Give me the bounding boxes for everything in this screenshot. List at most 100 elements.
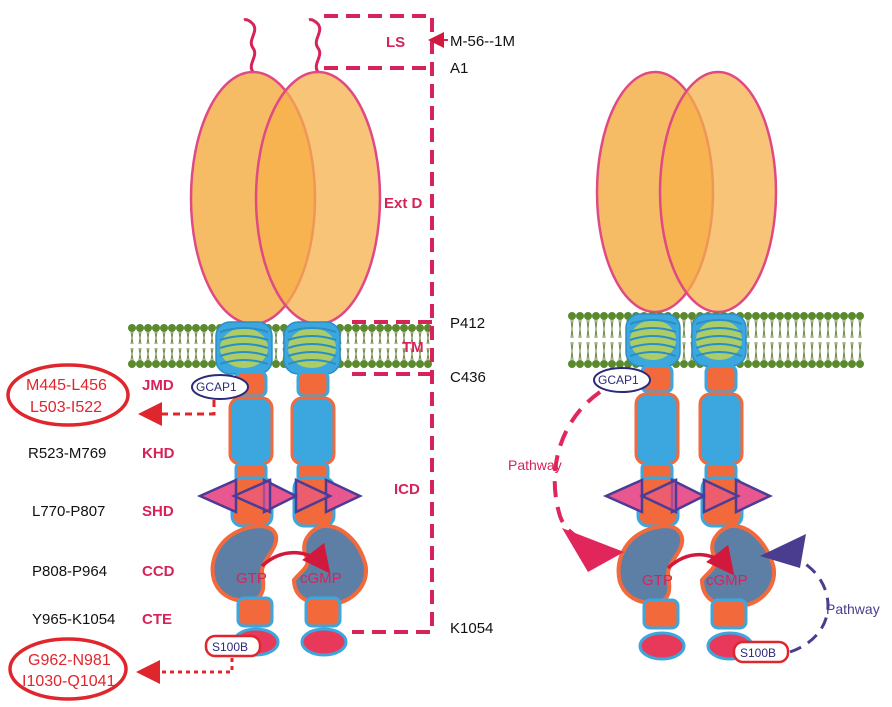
lipid-head: [376, 324, 384, 332]
lipid-tail: [354, 331, 358, 361]
cyclase-domain-right-b: [699, 523, 776, 609]
lipid-head: [856, 312, 864, 320]
lipid-head: [584, 360, 592, 368]
lipid-head: [272, 324, 280, 332]
lipid-tail: [586, 319, 590, 361]
shd-triangles-right: [602, 477, 773, 515]
lipid-head: [768, 312, 776, 320]
lipid-head: [200, 360, 208, 368]
lipid-tail: [842, 319, 846, 361]
gcap1-site-1: M445-L456: [26, 377, 107, 394]
lipid-head: [800, 312, 808, 320]
lipid-tail: [794, 319, 798, 361]
lipid-head: [856, 360, 864, 368]
cgmp-label-right: cGMP: [706, 572, 748, 589]
lipid-tail: [818, 319, 822, 361]
lipid-head: [344, 324, 352, 332]
gcap1-oval-right: [593, 367, 651, 393]
lipid-tail: [138, 331, 142, 361]
lipid-head: [584, 312, 592, 320]
lipid-head: [616, 312, 624, 320]
lipid-head: [144, 360, 152, 368]
lipid-tail: [186, 331, 190, 361]
signal-peptide-left-b: [308, 18, 322, 73]
lipid-head: [416, 360, 424, 368]
lipid-tail: [170, 331, 174, 361]
gtp-to-cgmp-arrow-right: [666, 544, 735, 576]
gcap1-site-2: L503-I522: [30, 399, 102, 416]
cyclase-domain-left-b: [291, 523, 368, 607]
pathway-label-right: Pathway: [826, 601, 880, 617]
lipid-head: [168, 360, 176, 368]
residue-m56-1m: M-56--1M: [450, 33, 515, 50]
lipid-head: [128, 360, 136, 368]
s100b-box-right: [732, 640, 790, 664]
cgmp-label-left: cGMP: [300, 570, 342, 587]
lipid-head: [600, 312, 608, 320]
lipid-tail: [346, 331, 350, 361]
lipid-head: [824, 360, 832, 368]
lipid-tail: [202, 331, 206, 361]
s100b-label-right: S100B: [740, 646, 776, 660]
residue-p808-p964: P808-P964: [32, 563, 107, 580]
tm-helix-left-b: [283, 321, 341, 375]
lipid-tail: [826, 319, 830, 361]
lipid-head: [744, 312, 752, 320]
lipid-tail: [858, 319, 862, 361]
lipid-head: [576, 360, 584, 368]
lipid-head: [208, 360, 216, 368]
lipid-head: [408, 324, 416, 332]
intracellular-chain-left-b: [290, 370, 368, 657]
lipid-head: [832, 312, 840, 320]
lipid-head: [608, 360, 616, 368]
lipid-tail: [610, 319, 614, 361]
residue-a1: A1: [450, 60, 468, 77]
gcap1-pathway-curve: [552, 390, 615, 550]
lipid-head: [400, 324, 408, 332]
lipid-head: [600, 360, 608, 368]
lipid-head: [688, 360, 696, 368]
lipid-head: [168, 324, 176, 332]
signal-peptide-left-a: [243, 18, 257, 73]
lipid-tail: [770, 319, 774, 361]
lipid-head: [176, 360, 184, 368]
lipid-tail: [378, 331, 382, 361]
lipid-tail: [370, 331, 374, 361]
lipid-tail: [402, 331, 406, 361]
membrane-left: [128, 324, 432, 368]
lipid-head: [152, 360, 160, 368]
lipid-tail: [386, 331, 390, 361]
label-icd: ICD: [394, 481, 420, 498]
s100b-site-2: I1030-Q1041: [22, 673, 116, 690]
lipid-tail: [418, 331, 422, 361]
residue-k1054: K1054: [450, 620, 493, 637]
lipid-tail: [130, 331, 134, 361]
lipid-head: [184, 360, 192, 368]
lipid-head: [192, 324, 200, 332]
lipid-tail: [146, 331, 150, 361]
lipid-head: [808, 312, 816, 320]
gtp-to-cgmp-arrow-left: [260, 542, 331, 574]
lipid-head: [776, 360, 784, 368]
label-shd: SHD: [142, 503, 174, 520]
lipid-head: [816, 360, 824, 368]
lipid-head: [840, 360, 848, 368]
lipid-head: [688, 312, 696, 320]
lipid-head: [352, 324, 360, 332]
lipid-head: [144, 324, 152, 332]
lipid-head: [568, 312, 576, 320]
lipid-head: [416, 324, 424, 332]
lipid-head: [360, 324, 368, 332]
lipid-head: [376, 360, 384, 368]
tm-helix-right-b: [691, 313, 747, 367]
s100b-pathway-curve: [775, 552, 830, 654]
lipid-head: [592, 360, 600, 368]
gcap1-label-left: GCAP1: [196, 380, 237, 394]
lipid-tail: [394, 331, 398, 361]
label-ls: LS: [386, 34, 405, 51]
lipid-head: [616, 360, 624, 368]
s100b-box-left: [204, 634, 262, 658]
lipid-head: [360, 360, 368, 368]
lipid-head: [368, 324, 376, 332]
lipid-tail: [762, 319, 766, 361]
